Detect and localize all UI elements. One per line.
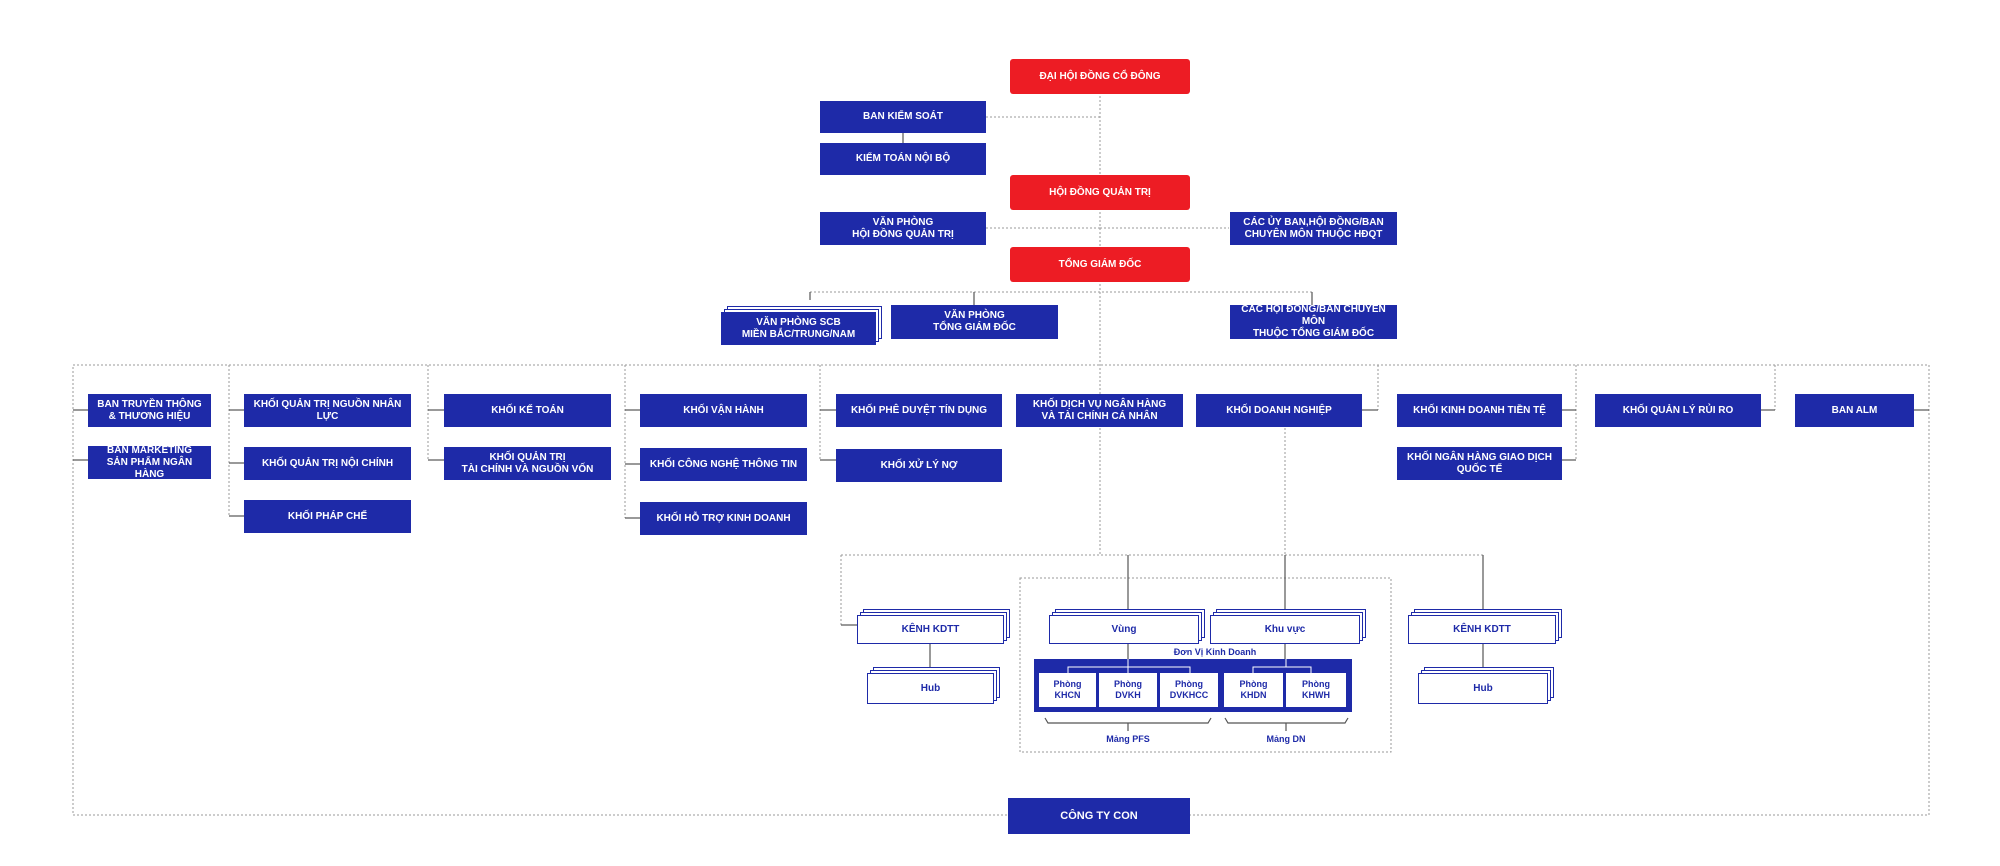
phong-khcn-box: Phòng KHCN [1039, 673, 1096, 707]
kiem-toan-noi-bo-box: KIỂM TOÁN NỘI BỘ [820, 143, 986, 175]
khoi-tai-chinh-box: KHỐI QUẢN TRỊ TÀI CHÍNH VÀ NGUỒN VỐN [444, 447, 611, 480]
hoi-dong-quan-tri-box: HỘI ĐỒNG QUẢN TRỊ [1010, 175, 1190, 210]
hub-left-box: Hub [867, 673, 994, 704]
kenh-kdtt-right-box: KÊNH KDTT [1408, 615, 1556, 644]
phong-dvkh-box: Phòng DVKH [1099, 673, 1157, 707]
vung-box: Vùng [1049, 615, 1199, 644]
khoi-nhan-luc-box: KHỐI QUẢN TRỊ NGUỒN NHÂN LỰC [244, 394, 411, 427]
kenh-kdtt-left-box: KÊNH KDTT [857, 615, 1004, 644]
dai-hoi-dong-co-dong-box: ĐẠI HỘI ĐỒNG CỔ ĐÔNG [1010, 59, 1190, 94]
phong-khwh-box: Phòng KHWH [1286, 673, 1346, 707]
cac-uy-ban-hdqt-box: CÁC ỦY BAN,HỘI ĐỒNG/BAN CHUYÊN MÔN THUỘC… [1230, 212, 1397, 245]
cac-hoi-dong-tgd-box: CÁC HỘI ĐỒNG/BAN CHUYÊN MÔN THUỘC TỔNG G… [1230, 304, 1397, 339]
khoi-noi-chinh-box: KHỐI QUẢN TRỊ NỘI CHÍNH [244, 447, 411, 480]
tong-giam-doc-box: TỔNG GIÁM ĐỐC [1010, 247, 1190, 282]
solid-connectors [73, 133, 1929, 731]
van-phong-hdqt-box: VĂN PHÒNG HỘI ĐỒNG QUẢN TRỊ [820, 212, 986, 245]
khoi-van-hanh-box: KHỐI VẬN HÀNH [640, 394, 807, 427]
khoi-rui-ro-box: KHỐI QUẢN LÝ RỦI RO [1595, 394, 1761, 427]
khoi-doanh-nghiep-box: KHỐI DOANH NGHIỆP [1196, 394, 1362, 427]
ban-marketing-box: BAN MARKETING SẢN PHẨM NGÂN HÀNG [88, 445, 211, 480]
khoi-phe-duyet-box: KHỐI PHÊ DUYỆT TÍN DỤNG [836, 394, 1002, 427]
van-phong-tgd-box: VĂN PHÒNG TỔNG GIÁM ĐỐC [891, 305, 1058, 339]
khu-vuc-box: Khu vực [1210, 615, 1360, 644]
khoi-ho-tro-box: KHỐI HỖ TRỢ KINH DOANH [640, 502, 807, 535]
van-phong-scb-box: VĂN PHÒNG SCB MIỀN BẮC/TRUNG/NAM [721, 312, 876, 345]
mang-pfs-label: Mảng PFS [1106, 734, 1150, 744]
hub-right-box: Hub [1418, 673, 1548, 704]
khoi-xu-ly-no-box: KHỐI XỬ LÝ NỢ [836, 449, 1002, 482]
khoi-ke-toan-box: KHỐI KẾ TOÁN [444, 394, 611, 427]
cong-ty-con-box: CÔNG TY CON [1008, 798, 1190, 834]
ban-alm-box: BAN ALM [1795, 394, 1914, 427]
mang-dn-label: Mảng DN [1266, 734, 1306, 744]
dotted-connectors [72, 92, 1930, 816]
khoi-kinh-doanh-tien-te-box: KHỐI KINH DOANH TIỀN TỆ [1397, 394, 1562, 427]
khoi-ngan-hang-quoc-te-box: KHỐI NGÂN HÀNG GIAO DỊCH QUỐC TẾ [1397, 447, 1562, 480]
ban-kiem-soat-box: BAN KIỂM SOÁT [820, 101, 986, 133]
room-connectors [1067, 659, 1312, 673]
ban-truyen-thong-box: BAN TRUYỀN THÔNG & THƯƠNG HIỆU [88, 394, 211, 427]
phong-khdn-box: Phòng KHDN [1224, 673, 1283, 707]
don-vi-kinh-doanh-group: Phòng KHCN Phòng DVKH Phòng DVKHCC Phòng… [1034, 659, 1352, 712]
khoi-phap-che-box: KHỐI PHÁP CHẾ [244, 500, 411, 533]
don-vi-kinh-doanh-label: Đơn Vị Kinh Doanh [1173, 647, 1257, 657]
khoi-dich-vu-box: KHỐI DỊCH VỤ NGÂN HÀNG VÀ TÀI CHÍNH CÁ N… [1016, 394, 1183, 427]
phong-dvkhcc-box: Phòng DVKHCC [1160, 673, 1218, 707]
khoi-cntt-box: KHỐI CÔNG NGHỆ THÔNG TIN [640, 448, 807, 481]
